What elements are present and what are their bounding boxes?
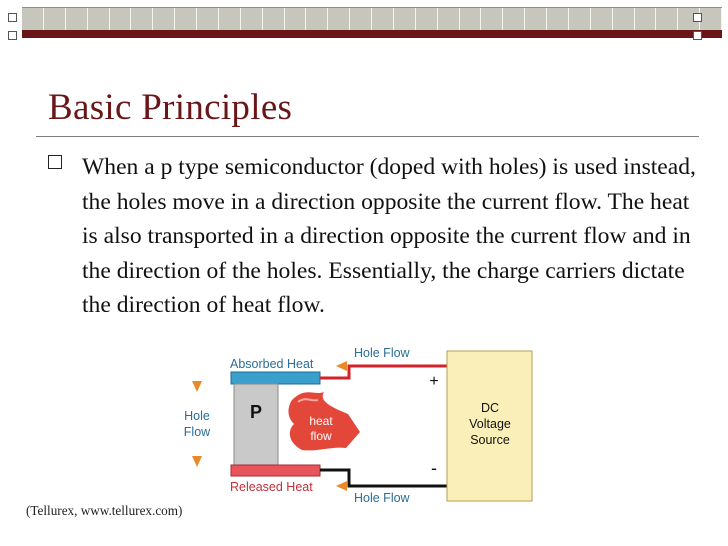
positive-wire	[320, 364, 447, 380]
dc-voltage-source	[446, 350, 533, 502]
hole-flow-top-label: Hole Flow	[354, 346, 411, 360]
corner-square	[8, 31, 17, 40]
absorbed-heat-plate	[230, 371, 321, 385]
down-arrow-icon	[192, 456, 202, 467]
heat-flow-icon	[288, 392, 360, 451]
negative-wire	[320, 468, 447, 488]
citation: (Tellurex, www.tellurex.com)	[26, 503, 183, 518]
absorbed-heat-label: Absorbed Heat	[230, 357, 314, 371]
corner-square	[693, 31, 702, 40]
title-divider	[36, 136, 699, 137]
source-label-3: Source	[470, 433, 510, 447]
slide-title: Basic Principles	[48, 87, 293, 128]
plus-sign: +	[429, 373, 438, 390]
corner-square	[8, 13, 17, 22]
bullet-marker	[48, 155, 62, 169]
down-arrow-icon	[192, 381, 202, 392]
hole-flow-side-label-1: Hole	[184, 409, 210, 423]
released-heat-plate	[230, 464, 321, 477]
released-heat-label: Released Heat	[230, 480, 313, 494]
top-accent-line	[22, 30, 722, 38]
heat-flow-label-1: heat	[309, 414, 333, 428]
source-label-1: DC	[481, 401, 499, 415]
corner-square	[693, 13, 702, 22]
source-label-2: Voltage	[469, 417, 511, 431]
heat-flow-label-2: flow	[310, 429, 332, 443]
minus-sign: -	[431, 458, 437, 478]
hole-flow-bottom-label: Hole Flow	[354, 491, 411, 505]
left-arrow-icon	[336, 361, 347, 371]
p-type-semiconductor	[233, 383, 279, 466]
bullet-text: When a p type semiconductor (doped with …	[82, 154, 696, 318]
left-arrow-icon	[336, 481, 347, 491]
hole-flow-side-label-2: Flow	[184, 425, 211, 439]
semiconductor-label: P	[250, 402, 262, 422]
